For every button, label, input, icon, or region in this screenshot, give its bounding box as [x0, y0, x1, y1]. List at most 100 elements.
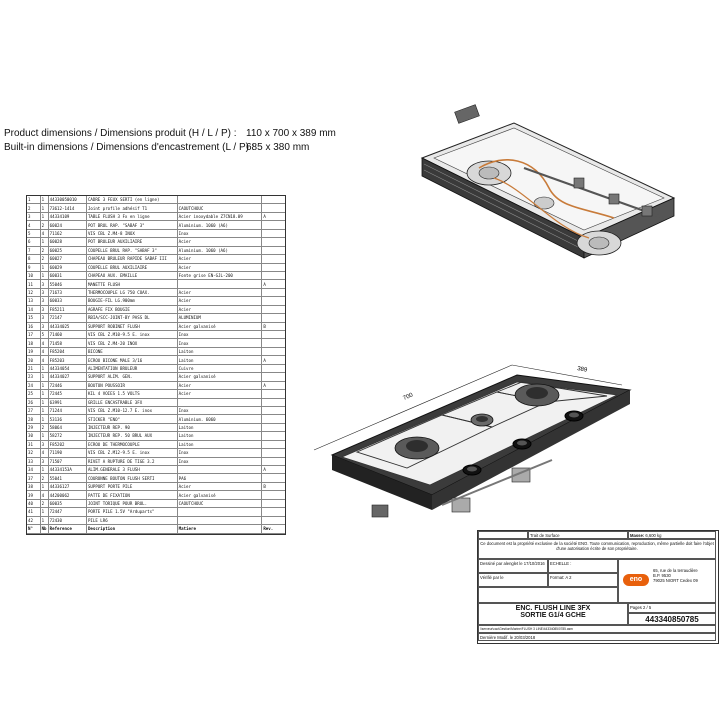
parts-cell-mat: Fonte grise EN-GJL-200	[177, 271, 263, 281]
parts-cell-desc: INJECTEUR REP. 50 BRUL AUX	[86, 431, 178, 441]
parts-cell-ref: 55046	[48, 279, 87, 289]
parts-cell-rev	[261, 330, 285, 340]
parts-cell-no: 21	[27, 364, 41, 374]
parts-cell-desc: ALIMENTATION BRULEUR	[86, 364, 178, 374]
hob-underside-drawing	[420, 104, 676, 259]
parts-cell-rev	[261, 406, 285, 416]
parts-cell-rev	[261, 246, 285, 256]
parts-cell-mat: Inox	[177, 406, 263, 416]
product-dimensions-value: 110 x 700 x 389 mm	[246, 128, 336, 139]
parts-cell-ref: 60033	[48, 296, 87, 306]
title-block-spacer	[478, 587, 618, 603]
parts-cell-ref: 60029	[48, 263, 87, 272]
parts-cell-nb: 1	[40, 263, 49, 272]
parts-cell-mat: Laiton	[177, 423, 263, 433]
parts-cell-ref: 72430	[48, 516, 87, 526]
builtin-dimensions-value: 685 x 380 mm	[246, 142, 310, 153]
ownership-notice: Ce document est la propriété exclusive d…	[478, 539, 716, 559]
parts-cell-rev: A	[261, 212, 285, 222]
parts-cell-nb: 5	[40, 330, 49, 340]
parts-cell-rev	[261, 203, 285, 213]
parts-cell-ref: 71190	[48, 448, 87, 458]
parts-cell-rev	[261, 305, 285, 315]
parts-cell-nb: 1	[40, 431, 49, 441]
parts-cell-desc: INJECTEUR REP. 90	[86, 423, 178, 433]
parts-cell-desc: ECROU DE THERMOCOUPLE	[86, 440, 178, 450]
parts-header-nb: Nb	[40, 524, 49, 534]
file-path: \\serveur\cao\Gestion\Marine\FLUSH 3 LIN…	[478, 625, 716, 633]
parts-cell-mat	[177, 516, 263, 526]
parts-cell-rev: B	[261, 322, 285, 332]
parts-cell-desc: BOUGIE-FIL LG.900mm	[86, 296, 178, 306]
parts-cell-rev	[261, 364, 285, 374]
builtin-dimensions-row: Built-in dimensions / Dimensions d'encas…	[4, 141, 336, 155]
depth-dimension-label: 389	[577, 366, 589, 374]
parts-cell-desc: CHAPEAU BRULEUR RAPIDE SABAF III	[86, 254, 178, 264]
parts-cell-nb: 4	[40, 490, 49, 500]
company-address-line3: 79025 NIORT Cedex 09	[653, 578, 698, 583]
parts-cell-mat: Acier galvanisé	[177, 372, 263, 382]
parts-cell-desc: RIVET A RUPTURE DE TIGE 3.2	[86, 457, 178, 467]
width-dimension-label: 700	[402, 392, 414, 402]
parts-cell-ref: 60031	[48, 271, 87, 281]
parts-cell-rev	[261, 457, 285, 467]
pages-label: Pages	[630, 605, 642, 610]
dessine-label: Dessiné par alenglet	[480, 561, 519, 566]
parts-cell-rev	[261, 372, 285, 382]
parts-cell-rev	[261, 490, 285, 500]
parts-cell-mat: Aluminium. 6060	[177, 414, 263, 424]
parts-cell-desc: POT BRULEUR AUXILIAIRE	[86, 237, 178, 247]
parts-cell-desc: TABLE FLUSH 3 Fx en ligne	[86, 212, 178, 222]
parts-cell-no: 32	[27, 448, 41, 458]
parts-cell-desc: VIS CBL Z.M10-12.7 E. inox	[86, 406, 178, 416]
parts-cell-ref: 44330050010	[48, 196, 87, 205]
parts-cell-no: 23	[27, 372, 41, 382]
parts-cell-ref: 60035	[48, 499, 87, 509]
parts-cell-no: 5	[27, 229, 41, 239]
parts-cell-ref: 44334027	[48, 372, 87, 382]
parts-cell-desc: COUPELLE BRUL AUXILIAIRE	[86, 263, 178, 272]
parts-cell-nb: 1	[40, 372, 49, 382]
parts-cell-desc: SUPPORT ALIM. GEN.	[86, 372, 178, 382]
parts-cell-mat: Aluminium. 1060 (A6)	[177, 246, 263, 256]
parts-cell-rev	[261, 516, 285, 526]
parts-cell-ref: 44334109	[48, 212, 87, 222]
parts-cell-mat	[177, 398, 263, 407]
dimensions-block: Product dimensions / Dimensions produit …	[4, 127, 336, 155]
dessine-date: le 17/10/2016	[519, 561, 545, 566]
parts-cell-no: 14	[27, 305, 41, 315]
parts-cell-rev	[261, 196, 285, 205]
parts-cell-ref: 55041	[48, 473, 87, 483]
parts-cell-rev: A	[261, 465, 285, 475]
verifie-label: Vérifié par	[480, 575, 500, 580]
parts-cell-mat: CAOUTCHOUC	[177, 203, 263, 213]
parts-cell-rev	[261, 347, 285, 357]
verifie-cell: Vérifié par le	[478, 573, 548, 587]
parts-cell-ref: 44334153A	[48, 465, 87, 475]
burner-large-left	[394, 436, 440, 460]
parts-cell-ref: 71673	[48, 288, 87, 298]
parts-cell-no: 12	[27, 288, 41, 298]
parts-cell-rev: A	[261, 279, 285, 289]
parts-cell-nb: 3	[40, 296, 49, 306]
parts-cell-nb: 2	[40, 220, 49, 230]
burner-middle-underside	[533, 196, 555, 210]
parts-cell-ref: 60024	[48, 220, 87, 230]
parts-cell-nb: 1	[40, 482, 49, 492]
hob-top-drawing: 700 389	[313, 364, 632, 518]
